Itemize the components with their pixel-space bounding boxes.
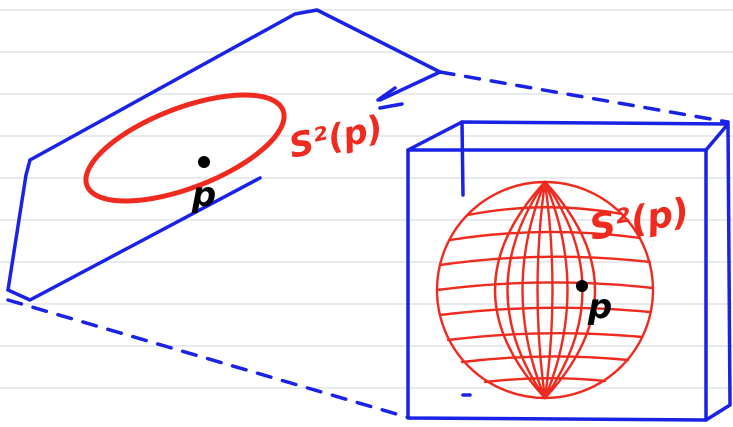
dashed-line-top <box>438 70 730 124</box>
cube-right-edges <box>704 122 732 422</box>
plane-bottom-edge <box>6 176 262 302</box>
projection-dashes <box>6 70 730 420</box>
dashed-line-bottom <box>6 298 412 420</box>
label-sphere-plane: S²(p) <box>286 108 387 167</box>
sphere <box>435 180 655 400</box>
plane-right-tick <box>378 102 404 110</box>
plane-left-edge <box>6 158 32 292</box>
tangent-plane <box>6 8 442 302</box>
label-p-plane: p <box>191 175 216 215</box>
point-dot-plane <box>198 156 210 168</box>
cube-hidden-vertical <box>460 120 465 197</box>
point-dot-cube <box>576 280 588 292</box>
plane-top-edge <box>28 8 442 162</box>
cube <box>406 120 732 422</box>
label-p-cube: p <box>587 287 612 327</box>
cube-top-edges <box>406 120 730 152</box>
plane-right-stub <box>376 86 397 102</box>
circle-on-plane <box>83 92 287 204</box>
